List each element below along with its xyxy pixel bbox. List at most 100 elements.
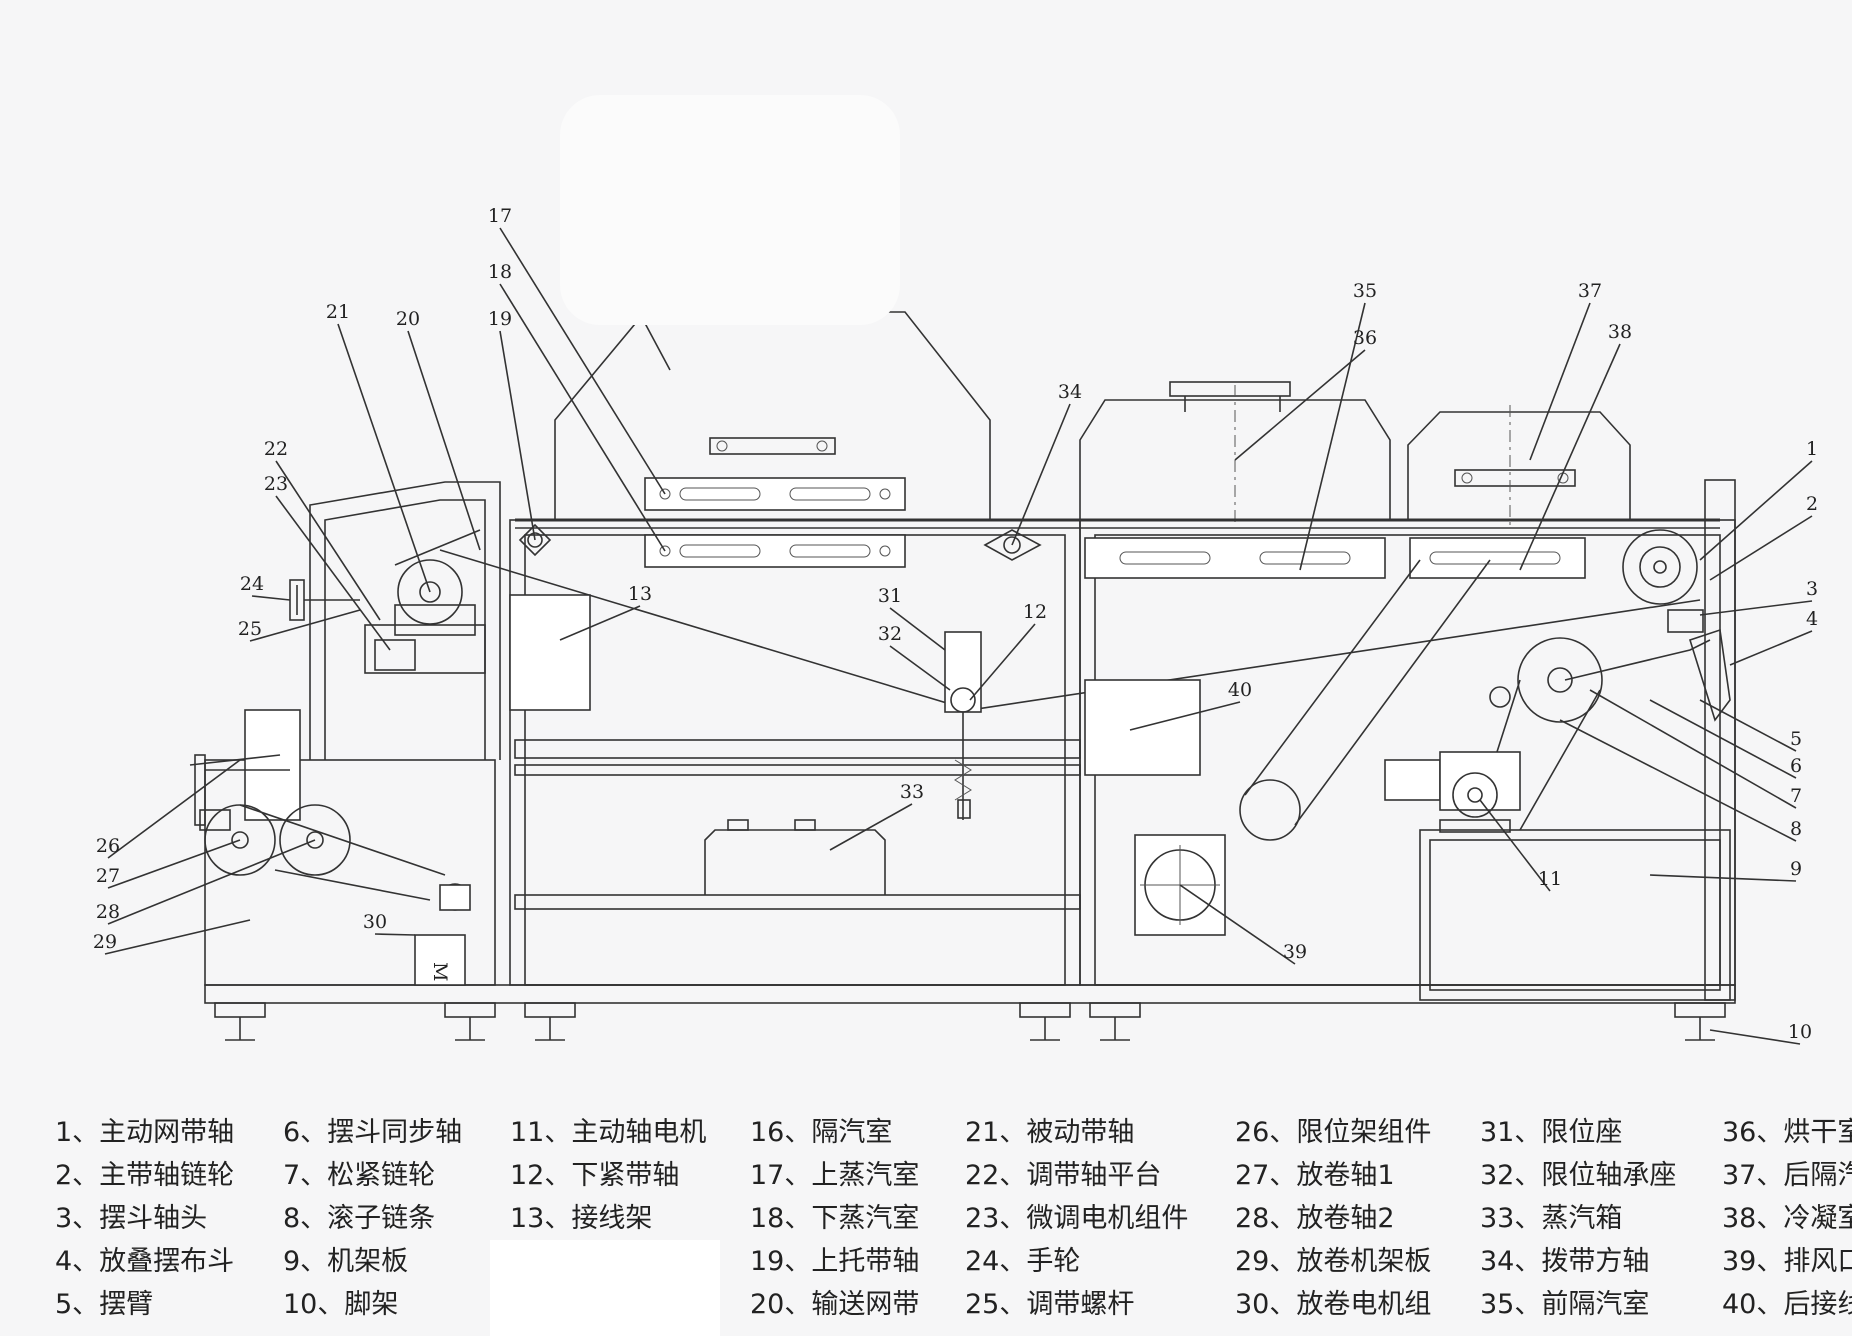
- callout-18: 18: [488, 261, 512, 283]
- callout-8: 8: [1790, 818, 1802, 840]
- drive-belt-shaft: [1622, 529, 1698, 605]
- support-roller-19: [518, 523, 552, 557]
- leader-line-19: [499, 330, 536, 541]
- callout-12: 12: [1023, 601, 1047, 623]
- legend-item: 2、主带轴链轮: [55, 1160, 235, 1191]
- leader-line-40: [1129, 701, 1241, 731]
- leader-line-36: [1234, 349, 1366, 461]
- lower-steam-chamber: [644, 534, 906, 568]
- callout-33: 33: [900, 781, 924, 803]
- leader-line-30: [374, 933, 416, 936]
- leader-line-33: [829, 803, 913, 851]
- leader-line-9: [1649, 874, 1797, 882]
- machine-drawing: 1234567891011121316171819202122232425262…: [93, 205, 1818, 1045]
- callout-36: 36: [1353, 327, 1377, 349]
- drying-chamber: [1079, 381, 1391, 525]
- legend-item: 12、下紧带轴: [510, 1160, 680, 1191]
- legend-item: 31、限位座: [1480, 1117, 1623, 1148]
- callout-34: 34: [1058, 381, 1082, 403]
- leader-line-11: [1479, 799, 1551, 892]
- legend-item: 24、手轮: [965, 1246, 1081, 1277]
- leader-line-34: [1011, 403, 1071, 546]
- leader-line-3: [1699, 600, 1813, 616]
- leader-line-20: [407, 330, 481, 551]
- legend-item: 22、调带轴平台: [965, 1160, 1162, 1191]
- legend-item: 23、微调电机组件: [965, 1203, 1189, 1234]
- callout-26: 26: [96, 835, 120, 857]
- legend-item: 4、放叠摆布斗: [55, 1246, 235, 1277]
- leader-line-7: [1589, 689, 1797, 809]
- callout-3: 3: [1806, 578, 1818, 600]
- upper-steam-chamber: [644, 477, 906, 511]
- swing-bucket: [1479, 609, 1731, 831]
- leader-line-6: [1649, 699, 1797, 779]
- legend-item: 30、放卷电机组: [1235, 1289, 1432, 1320]
- leader-line-13: [559, 605, 641, 641]
- leader-line-25: [249, 609, 361, 642]
- callout-labels: 1234567891011121316171819202122232425262…: [93, 205, 1818, 1043]
- legend-item: 37、后隔汽室: [1722, 1160, 1852, 1191]
- leader-line-24: [251, 595, 291, 601]
- legend-item: 38、冷凝室: [1722, 1203, 1852, 1234]
- callout-28: 28: [96, 901, 120, 923]
- leader-line-26: [107, 759, 241, 859]
- legend-item: 21、被动带轴: [965, 1117, 1135, 1148]
- callout-1: 1: [1806, 438, 1818, 460]
- callout-20: 20: [396, 308, 420, 330]
- legend-item: 34、拨带方轴: [1480, 1246, 1650, 1277]
- legend-item: 1、主动网带轴: [55, 1117, 235, 1148]
- legend-item: 11、主动轴电机: [510, 1117, 707, 1148]
- leader-line-1: [1699, 460, 1813, 561]
- leader-line-29: [104, 919, 251, 955]
- callout-37: 37: [1578, 280, 1602, 302]
- leader-line-23: [275, 495, 391, 651]
- legend-item: 7、松紧链轮: [283, 1160, 436, 1191]
- callout-21: 21: [326, 301, 350, 323]
- leader-line-2: [1709, 515, 1813, 581]
- callout-10: 10: [1788, 1021, 1812, 1043]
- leader-line-39: [1179, 884, 1296, 965]
- callout-40: 40: [1228, 679, 1252, 701]
- leader-line-8: [1559, 719, 1797, 842]
- callout-5: 5: [1790, 728, 1802, 750]
- legend-item: 18、下蒸汽室: [750, 1203, 920, 1234]
- legend-item: 27、放卷轴1: [1235, 1160, 1395, 1191]
- legend-item: 40、后接线架: [1722, 1289, 1852, 1320]
- legend-item: 33、蒸汽箱: [1480, 1203, 1623, 1234]
- wiring-rack: [509, 594, 591, 711]
- leader-line-5: [1699, 699, 1797, 752]
- passive-belt-shaft: [364, 559, 486, 674]
- legend-item: 9、机架板: [283, 1246, 409, 1277]
- steam-box: [704, 819, 886, 895]
- limit-seat: [944, 631, 982, 820]
- front-gas-chamber: [1084, 537, 1386, 579]
- rear-gas-chamber: [1407, 405, 1631, 525]
- leader-line-12: [969, 623, 1036, 701]
- callout-39: 39: [1283, 941, 1307, 963]
- callout-29: 29: [93, 931, 117, 953]
- legend-item: 19、上托带轴: [750, 1246, 920, 1277]
- legend-item: 39、排风口: [1722, 1246, 1852, 1277]
- legend-item: 20、输送网带: [750, 1289, 920, 1320]
- callout-6: 6: [1790, 755, 1802, 777]
- leader-line-35: [1299, 302, 1366, 571]
- legend-item: 10、脚架: [283, 1289, 399, 1320]
- callout-24: 24: [240, 573, 264, 595]
- legend-item: 13、接线架: [510, 1203, 653, 1234]
- legend-item: 32、限位轴承座: [1480, 1160, 1677, 1191]
- leader-line-38: [1519, 343, 1621, 571]
- legend-item: 36、烘干室: [1722, 1117, 1852, 1148]
- leader-line-18: [499, 283, 666, 552]
- callout-31: 31: [878, 585, 902, 607]
- blank-area: [560, 95, 900, 325]
- callout-27: 27: [96, 865, 120, 887]
- leader-line-27: [107, 839, 241, 889]
- callout-32: 32: [878, 623, 902, 645]
- drive-motor: [1384, 751, 1521, 833]
- callout-22: 22: [264, 438, 288, 460]
- legend-item: 3、摆斗轴头: [55, 1203, 208, 1234]
- legend-item: 29、放卷机架板: [1235, 1246, 1432, 1277]
- motor-label: M: [429, 962, 451, 981]
- callout-35: 35: [1353, 280, 1377, 302]
